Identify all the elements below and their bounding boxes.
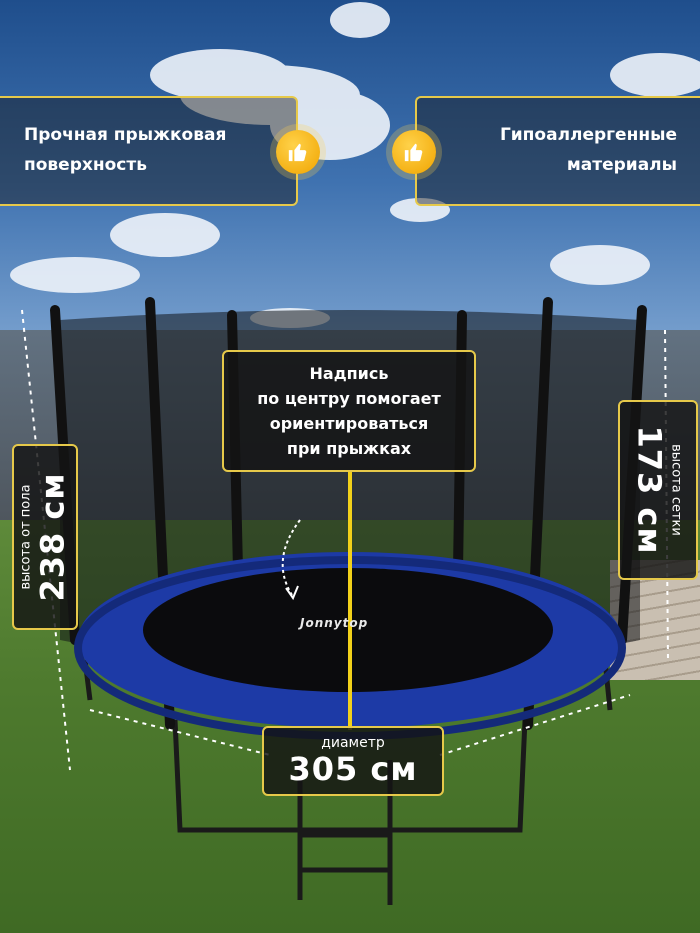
thumbs-up-icon xyxy=(276,130,320,174)
feature-panel-right: Гипоаллергенные материалы xyxy=(415,96,700,206)
center-note-panel: Надпись по центру помогает ориентировать… xyxy=(222,350,476,472)
height-from-floor-value: 238 см xyxy=(34,472,72,602)
feature-text-right: Гипоаллергенные материалы xyxy=(499,125,677,175)
brand-logo: Jonnytop xyxy=(300,616,369,630)
feature-text-left: Прочная прыжковая поверхность xyxy=(24,125,227,175)
height-from-floor-badge: высота от пола 238 см xyxy=(12,444,78,630)
feature-panel-left: Прочная прыжковая поверхность xyxy=(0,96,298,206)
clouds xyxy=(10,2,700,328)
diameter-value: 305 см xyxy=(288,750,418,788)
diameter-badge: диаметр 305 см xyxy=(262,726,444,796)
net-height-badge: высота сетки 173 см xyxy=(618,400,698,580)
thumbs-up-icon xyxy=(392,130,436,174)
net-height-label: высота сетки xyxy=(669,444,684,536)
center-note-text: Надпись по центру помогает ориентировать… xyxy=(257,364,441,458)
net-height-value: 173 см xyxy=(631,425,669,555)
diameter-label: диаметр xyxy=(321,735,385,751)
